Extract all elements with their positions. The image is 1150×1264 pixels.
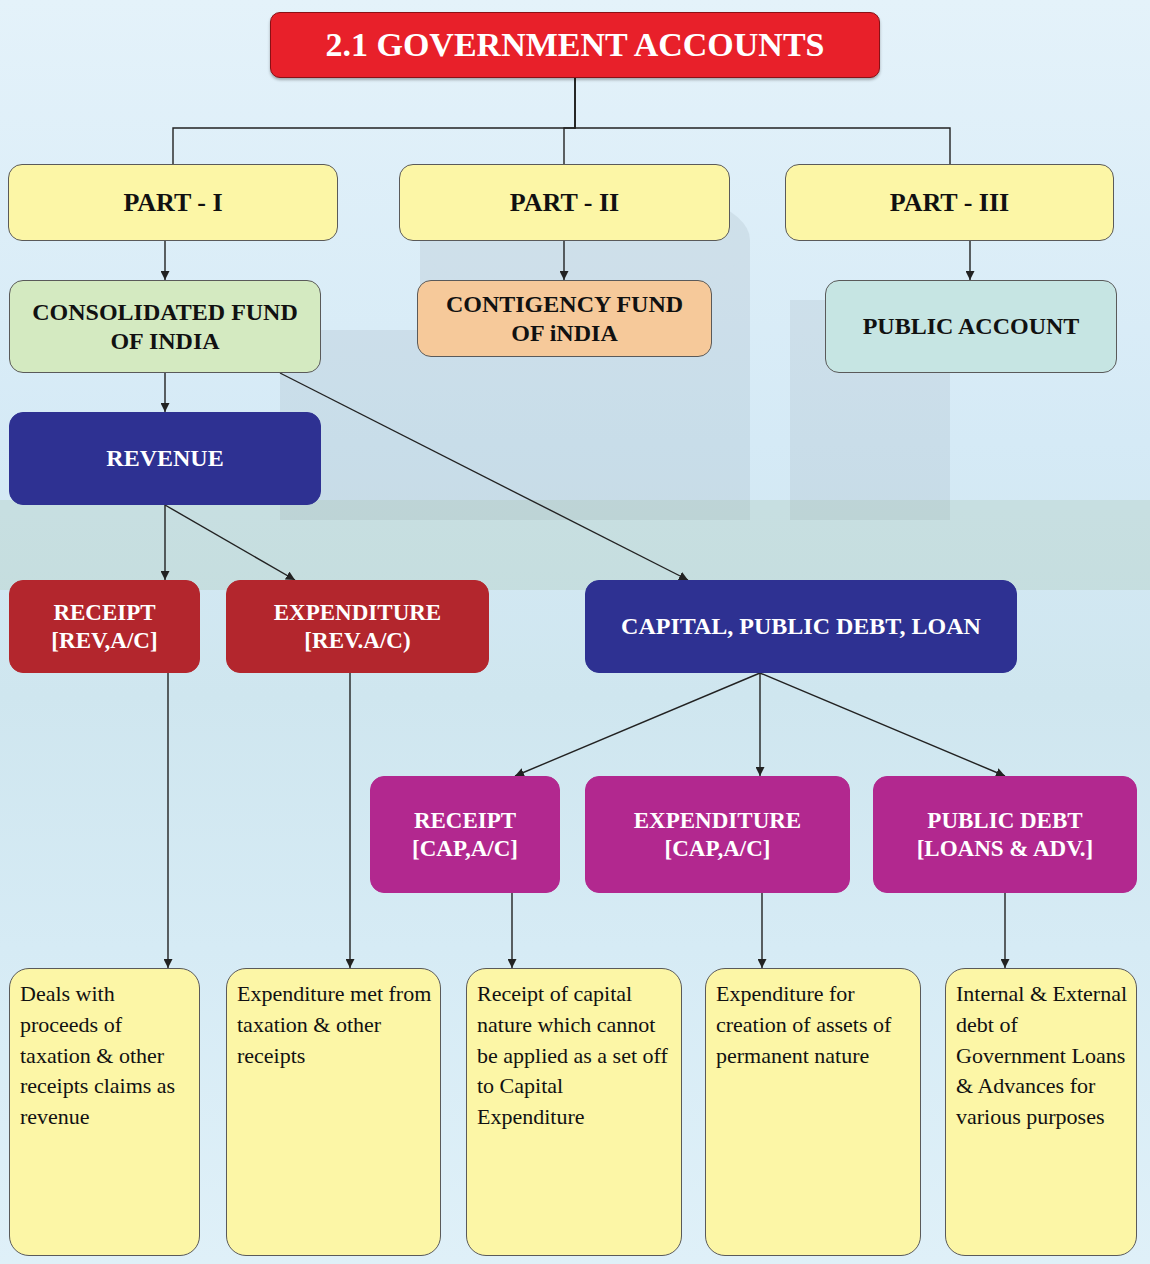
capital-head-box: RECEIPT [CAP,A/C] [370, 776, 560, 893]
category-box: CAPITAL, PUBLIC DEBT, LOAN [585, 580, 1017, 673]
flow-arrow [165, 505, 295, 580]
box-label: Internal & External debt of Government L… [956, 979, 1128, 1133]
flow-arrow [511, 893, 512, 968]
flow-arrow [563, 241, 564, 280]
box-label: PART - III [796, 187, 1103, 218]
box-label: CONTIGENCY FUND OF iNDIA [428, 290, 701, 348]
flow-arrow [969, 241, 970, 280]
flow-arrow [164, 505, 165, 580]
part-box: PART - I [8, 164, 338, 241]
box-label: EXPENDITURE [CAP,A/C] [596, 807, 839, 862]
branch-line [564, 78, 575, 164]
description-box: Internal & External debt of Government L… [945, 968, 1137, 1256]
part-box: PART - II [399, 164, 730, 241]
box-label: Expenditure for creation of assets of pe… [716, 979, 912, 1071]
capital-head-box: PUBLIC DEBT [LOANS & ADV.] [873, 776, 1137, 893]
capital-head-box: EXPENDITURE [CAP,A/C] [585, 776, 850, 893]
box-label: Expenditure met from taxation & other re… [237, 979, 432, 1071]
account-box: PUBLIC ACCOUNT [825, 280, 1117, 373]
fund-box: CONSOLIDATED FUND OF INDIA [9, 280, 321, 373]
flow-arrow [515, 673, 760, 776]
flow-arrow [164, 373, 165, 412]
box-label: PART - I [19, 187, 327, 218]
branch-line [173, 78, 575, 164]
category-box: REVENUE [9, 412, 321, 505]
flow-arrow [167, 673, 168, 968]
diagram-title: 2.1 GOVERNMENT ACCOUNTS [281, 25, 869, 66]
branch-line [575, 78, 950, 164]
box-label: PUBLIC DEBT [LOANS & ADV.] [884, 807, 1126, 862]
part-box: PART - III [785, 164, 1114, 241]
box-label: EXPENDITURE [REV.A/C) [237, 599, 478, 654]
box-label: PUBLIC ACCOUNT [836, 312, 1106, 341]
box-label: CAPITAL, PUBLIC DEBT, LOAN [596, 612, 1006, 641]
description-box: Expenditure met from taxation & other re… [226, 968, 441, 1256]
box-label: REVENUE [20, 444, 310, 473]
box-label: Deals with proceeds of taxation & other … [20, 979, 191, 1133]
box-label: CONSOLIDATED FUND OF INDIA [20, 298, 310, 356]
description-box: Receipt of capital nature which cannot b… [466, 968, 682, 1256]
box-label: RECEIPT [CAP,A/C] [381, 807, 549, 862]
flow-arrow [280, 373, 688, 580]
description-box: Deals with proceeds of taxation & other … [9, 968, 200, 1256]
flow-arrow [761, 893, 762, 968]
revenue-head-box: RECEIPT [REV,A/C] [9, 580, 200, 673]
flow-arrow [759, 673, 760, 776]
description-box: Expenditure for creation of assets of pe… [705, 968, 921, 1256]
fund-box: CONTIGENCY FUND OF iNDIA [417, 280, 712, 357]
title-box: 2.1 GOVERNMENT ACCOUNTS [270, 12, 880, 78]
tree-band [0, 500, 1150, 590]
flow-arrow [760, 673, 1005, 776]
revenue-head-box: EXPENDITURE [REV.A/C) [226, 580, 489, 673]
box-label: RECEIPT [REV,A/C] [20, 599, 189, 654]
box-label: Receipt of capital nature which cannot b… [477, 979, 673, 1133]
flow-arrow [349, 673, 350, 968]
flow-arrow [164, 241, 165, 280]
box-label: PART - II [410, 187, 719, 218]
flow-arrow [1004, 893, 1005, 968]
